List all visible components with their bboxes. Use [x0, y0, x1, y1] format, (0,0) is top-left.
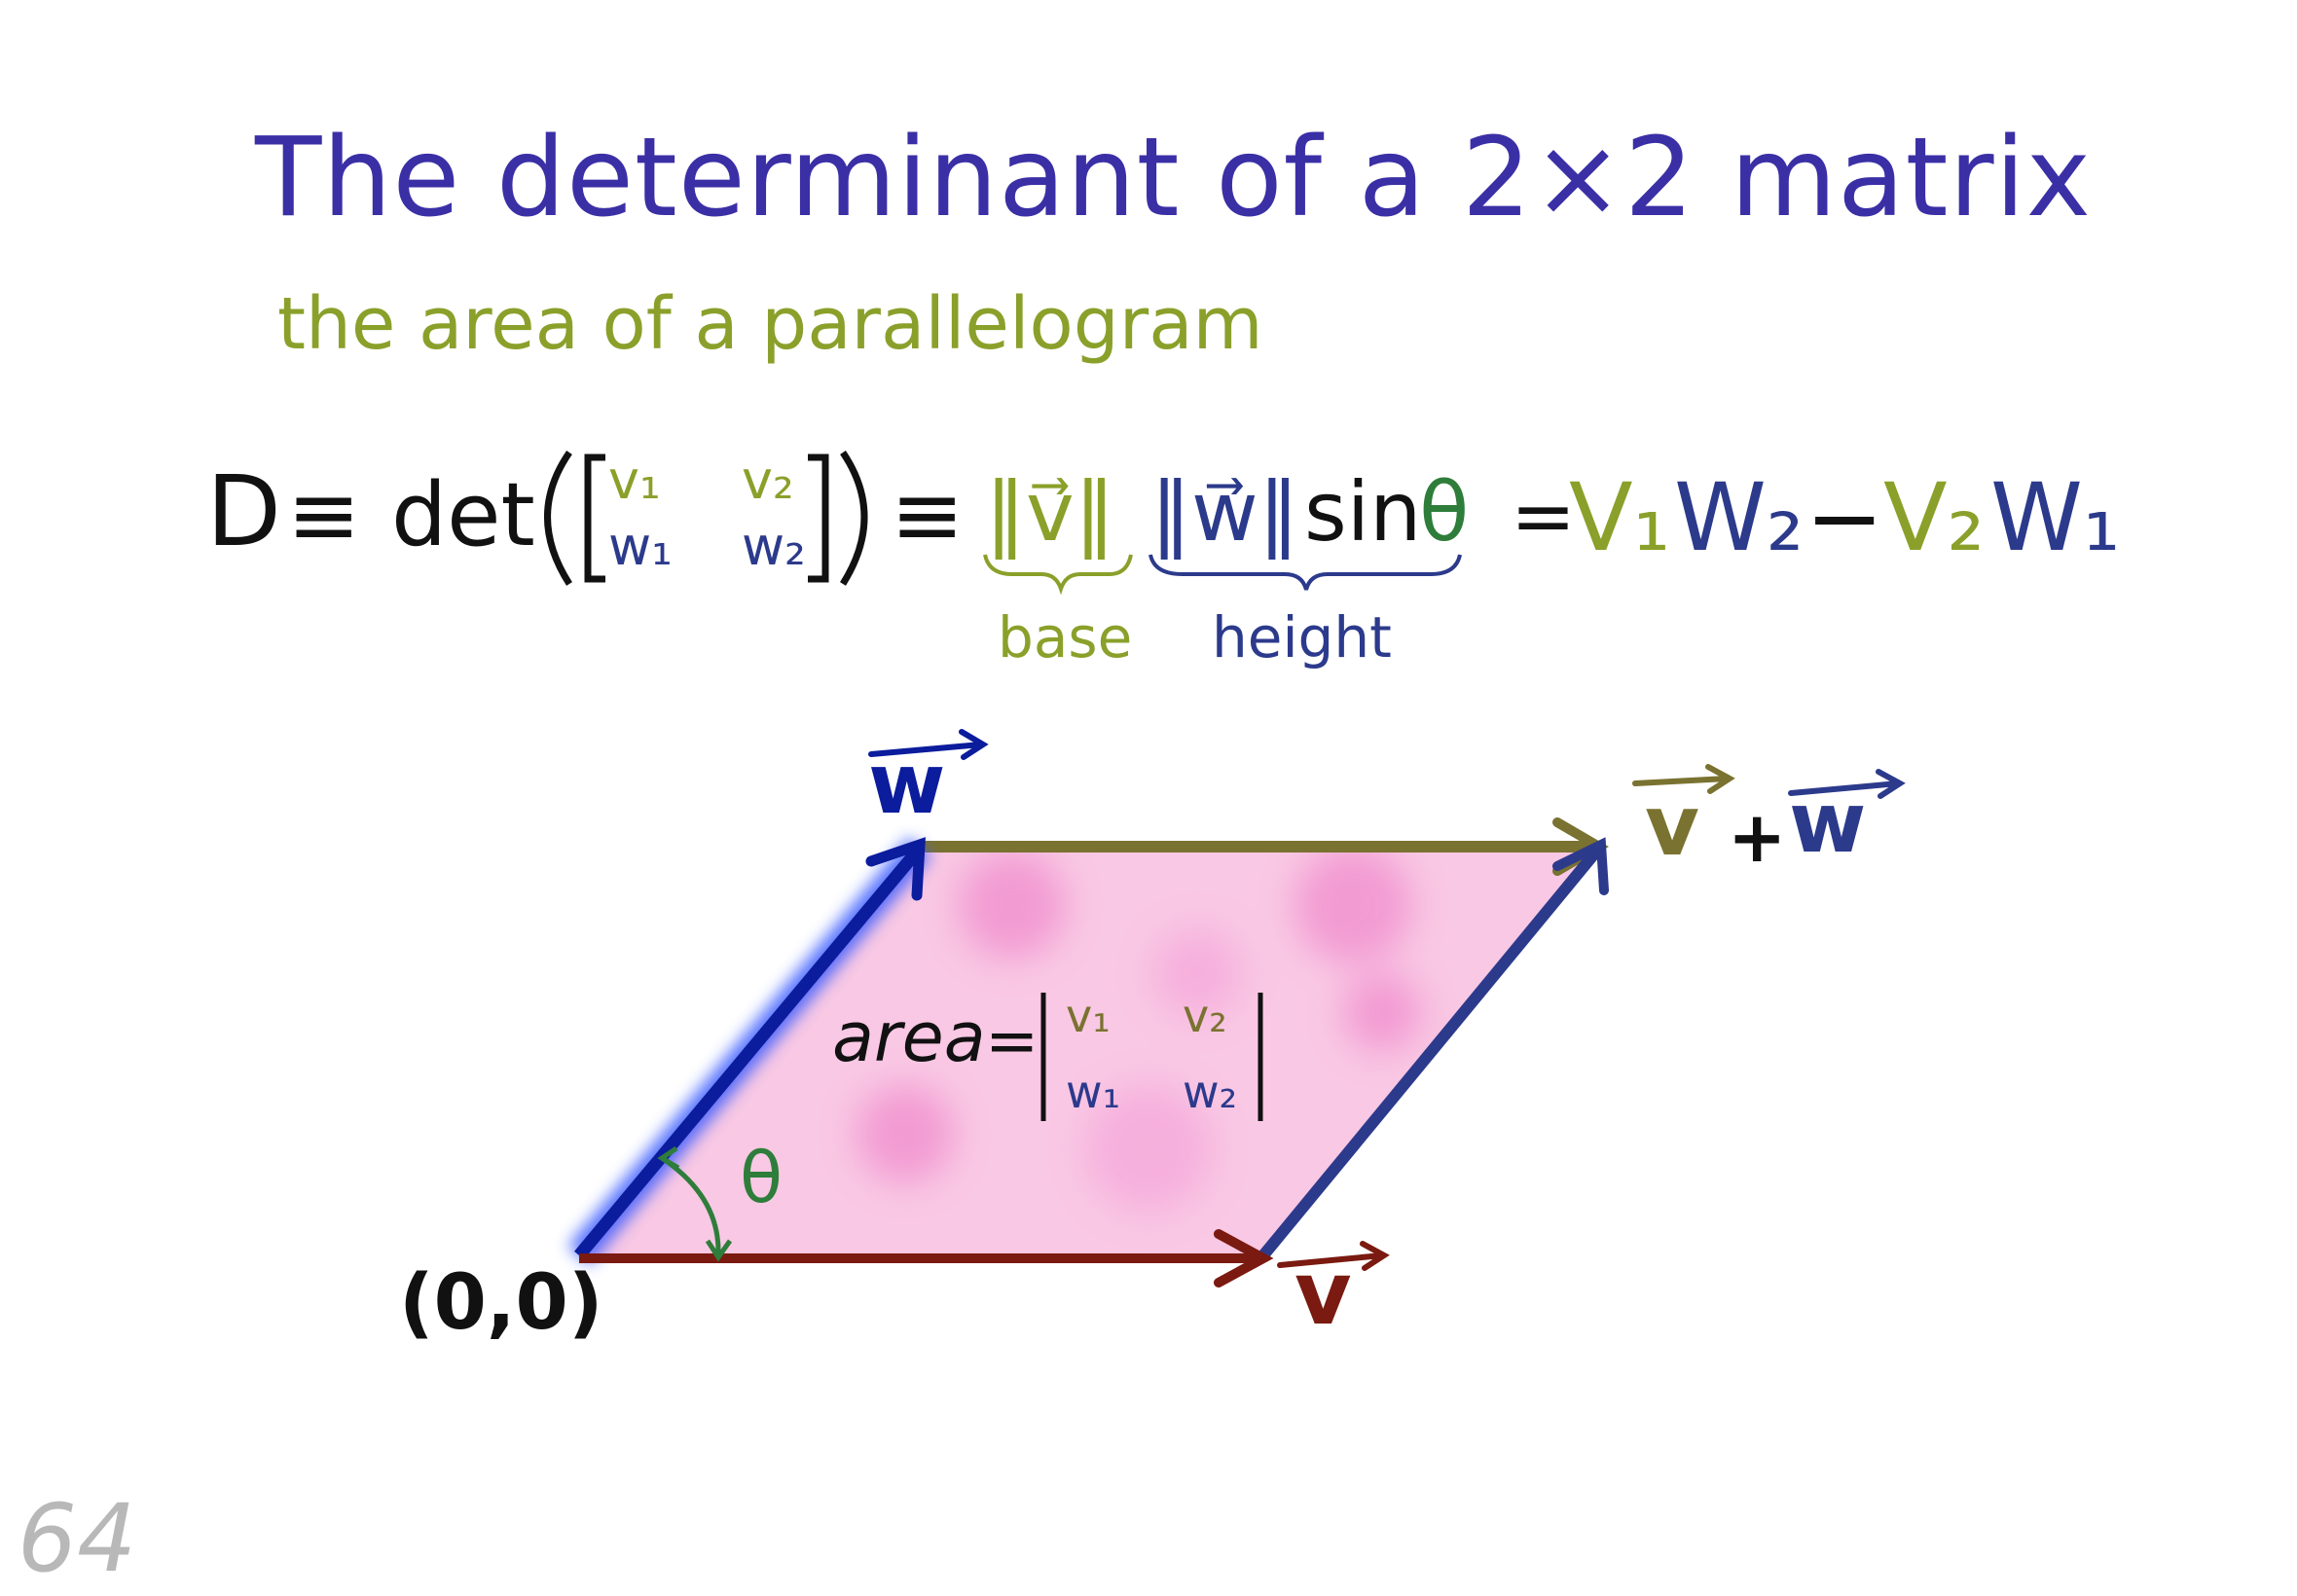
area-matrix-v1: v₁ — [1066, 990, 1111, 1042]
matrix-w1: w₁ — [608, 516, 673, 577]
slide-subtitle: the area of a parallelogram — [277, 282, 1263, 366]
eq-minus: − — [1805, 463, 1883, 572]
eq-left-bracket — [584, 453, 605, 583]
area-matrix-w2: w₂ — [1183, 1066, 1237, 1118]
matrix-v1: v₁ — [608, 450, 661, 511]
sum-label-plus: + — [1728, 796, 1786, 878]
page-number: 64 — [18, 1484, 137, 1593]
eq-norm-v: ‖v⃗‖ — [985, 464, 1115, 560]
vector-w — [574, 847, 922, 1260]
area-matrix-w1: w₁ — [1066, 1066, 1120, 1118]
matrix-v2: v₂ — [742, 450, 794, 511]
eq-term-w1: W₁ — [1990, 463, 2120, 572]
matrix-w2: w₂ — [742, 516, 806, 577]
eq-term-v1: V₁ — [1569, 463, 1670, 572]
height-brace — [1148, 554, 1462, 591]
sum-label-w-arrow — [1788, 769, 1906, 799]
eq-norm-w: ‖w⃗‖ — [1150, 464, 1299, 560]
area-texture — [857, 847, 1421, 1212]
sum-label-v-arrow — [1632, 764, 1735, 794]
eq-D: D — [206, 454, 281, 568]
eq-det: det — [391, 464, 535, 566]
base-brace — [983, 554, 1133, 596]
vector-v-arrowhead — [1214, 1229, 1274, 1288]
edge-right-arrowhead — [1552, 837, 1609, 895]
eq-term-w2: W₂ — [1674, 463, 1804, 572]
slide-title: The determinant of a 2×2 matrix — [255, 115, 2092, 241]
vector-w-arrowhead — [865, 837, 926, 901]
theta-arc-head-bottom — [705, 1239, 733, 1262]
area-equals: = — [985, 1003, 1039, 1078]
vector-v-label-arrow — [1277, 1241, 1390, 1271]
eq-term-v2: V₂ — [1883, 463, 1985, 572]
edge-right — [1258, 848, 1601, 1259]
area-matrix-v2: v₂ — [1183, 990, 1227, 1042]
eq-right-bracket — [808, 453, 829, 583]
determinant-equation: D ≡ det v₁ v₂ w₁ w₂ ≡ ‖v⃗‖ ‖w⃗‖ sin θ ba… — [206, 450, 2120, 671]
sum-label-v: v — [1645, 778, 1699, 875]
base-label: base — [998, 604, 1132, 671]
eq-theta: θ — [1419, 464, 1469, 560]
theta-arc-head-top — [657, 1145, 680, 1171]
vector-w-label-arrow — [868, 729, 989, 760]
height-label: height — [1212, 604, 1392, 671]
eq-equals: = — [1511, 471, 1576, 562]
area-label: area — [832, 998, 986, 1077]
eq-equiv-2: ≡ — [891, 464, 964, 566]
eq-right-paren — [840, 451, 868, 586]
eq-equiv-1: ≡ — [287, 464, 360, 566]
theta-label: θ — [740, 1137, 783, 1218]
eq-left-paren — [544, 451, 572, 586]
origin-label: (0,0) — [399, 1259, 602, 1347]
eq-sin: sin — [1304, 464, 1421, 560]
